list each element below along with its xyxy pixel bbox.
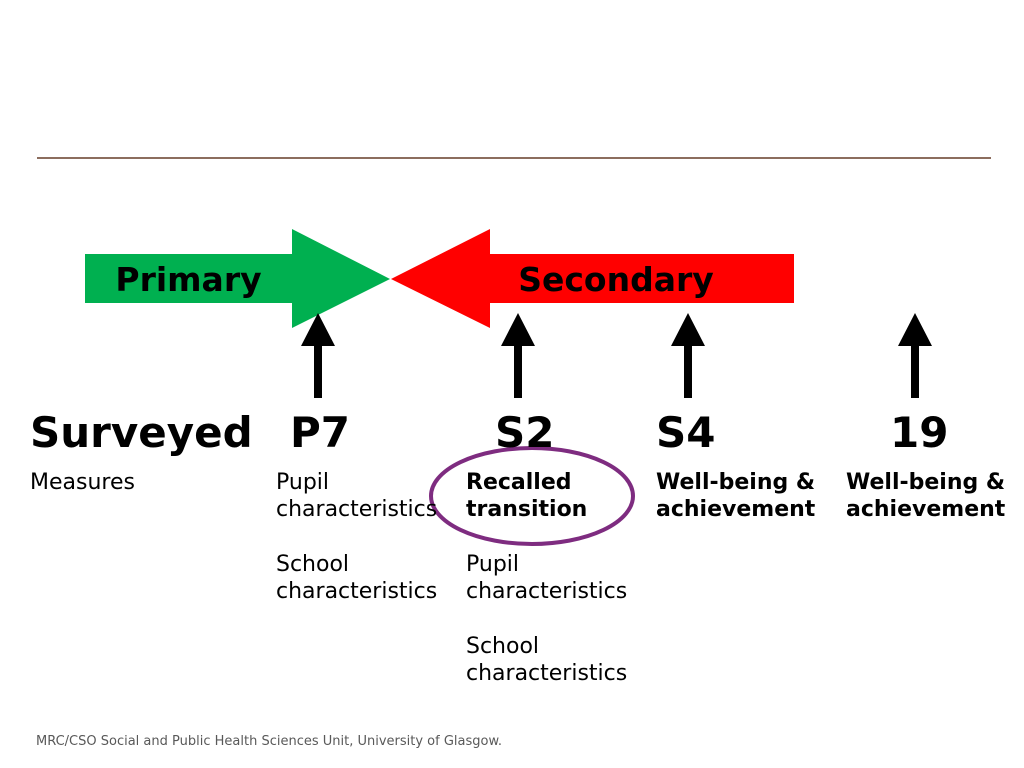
secondary-phase-label: Secondary — [518, 260, 714, 299]
primary-phase-label: Primary — [115, 260, 262, 299]
highlight-ellipse — [429, 446, 635, 546]
measure-line: School — [466, 633, 540, 659]
survey-arrow-19 — [898, 313, 932, 398]
measures-row-label-block: Measures — [30, 469, 135, 496]
measure-line: achievement — [846, 497, 1006, 523]
measure-line: Well-being & — [846, 470, 1006, 495]
measures-list-s4: Well-being & achievement — [656, 469, 815, 524]
measure-line: characteristics — [276, 497, 438, 523]
survey-arrow-p7 — [301, 313, 335, 398]
measure-line: characteristics — [276, 579, 438, 605]
footer-credit: MRC/CSO Social and Public Health Science… — [36, 734, 503, 749]
survey-arrow-s4 — [671, 313, 705, 398]
measure-item: Pupil characteristics — [466, 551, 627, 606]
wave-heading-s4: S4 — [656, 408, 716, 457]
measures-row-label: Measures — [30, 470, 135, 495]
measure-line: characteristics — [466, 579, 628, 605]
measure-item: Pupil characteristics — [276, 469, 437, 524]
measures-list-s2: Recalled transition Pupil characteristic… — [466, 469, 627, 687]
measure-item: Well-being & achievement — [656, 469, 815, 524]
measure-line: transition — [466, 497, 588, 523]
measure-line: Well-being & — [656, 470, 816, 495]
wave-heading-p7: P7 — [290, 408, 351, 457]
survey-arrow-s2 — [501, 313, 535, 398]
measures-list-p7: Pupil characteristics School characteris… — [276, 469, 437, 605]
secondary-phase-arrow — [391, 229, 794, 328]
primary-phase-arrow — [85, 229, 390, 328]
surveyed-row-label: Surveyed — [30, 408, 253, 457]
measure-line: Recalled — [466, 470, 572, 495]
measure-item: Well-being & achievement — [846, 469, 1005, 524]
measures-list-19: Well-being & achievement — [846, 469, 1005, 524]
measure-line: School — [276, 551, 350, 577]
measure-item: School characteristics — [276, 551, 437, 606]
measure-item-highlighted: Recalled transition — [466, 469, 627, 524]
wave-heading-s2: S2 — [495, 408, 555, 457]
measure-line: Pupil — [276, 470, 330, 495]
measure-line: characteristics — [466, 661, 628, 687]
measure-line: Pupil — [466, 551, 520, 577]
measure-line: achievement — [656, 497, 816, 523]
measure-item: School characteristics — [466, 633, 627, 688]
wave-heading-19: 19 — [890, 408, 949, 457]
